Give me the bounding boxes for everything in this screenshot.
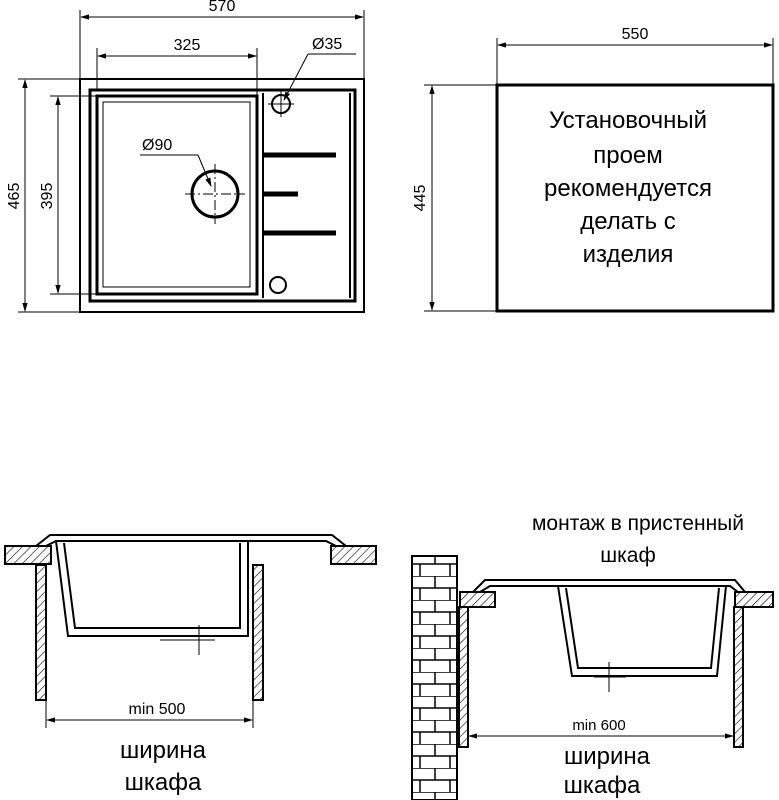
min-width-label-right: min 600 bbox=[572, 717, 625, 734]
cutout-rectangle bbox=[495, 83, 775, 313]
cabinet-width-caption-line-2-right: шкафа bbox=[564, 772, 641, 799]
dim-bowl-height: 395 bbox=[39, 183, 56, 210]
dim-overall-width: 570 bbox=[209, 0, 236, 15]
section-wall-cabinet: монтаж в пристенный шкаф min 600 ширина … bbox=[411, 512, 774, 800]
bowl-section-right bbox=[557, 585, 727, 677]
section-standard-cabinet: min 500 ширина шкафа bbox=[4, 534, 377, 796]
cabinet-wall-right-right-section bbox=[733, 606, 744, 748]
min-width-label-left: min 500 bbox=[129, 701, 186, 718]
countertop-right bbox=[330, 545, 377, 565]
cutout-note-line-3: рекомендуется bbox=[544, 175, 712, 202]
cabinet-width-caption-line-2-left: шкафа bbox=[125, 769, 202, 796]
sink-outer-rim bbox=[79, 78, 365, 313]
cabinet-wall-left-right-section bbox=[458, 606, 469, 748]
overflow-hole bbox=[269, 276, 287, 294]
cabinet-wall-left bbox=[35, 564, 47, 701]
countertop-left bbox=[4, 545, 52, 565]
bowl-section bbox=[55, 540, 249, 637]
wall-mount-title-line-1: монтаж в пристенный bbox=[532, 512, 744, 535]
sink-bowl bbox=[95, 94, 259, 296]
cutout-view: 550 445 Установочный проем рекомендуется… bbox=[412, 26, 775, 313]
cabinet-wall-right bbox=[252, 564, 264, 701]
cabinet-width-caption-line-1-left: ширина bbox=[120, 737, 207, 764]
cutout-note-line-5: изделия bbox=[583, 241, 674, 268]
dim-bowl-width: 325 bbox=[174, 37, 201, 54]
sink-top-view: 570 325 Ø35 Ø90 465 395 bbox=[6, 0, 365, 313]
brick-wall bbox=[411, 555, 458, 800]
countertop-right-right-section bbox=[734, 591, 774, 608]
wall-mount-title-line-2: шкаф bbox=[600, 544, 655, 567]
cutout-note-line-1: Установочный bbox=[549, 107, 707, 134]
cabinet-width-caption-line-1-right: ширина bbox=[564, 743, 651, 770]
cutout-note-line-2: проем bbox=[593, 142, 663, 169]
cutout-note-line-4: делать с bbox=[580, 208, 676, 235]
dim-overall-height: 465 bbox=[6, 183, 23, 210]
dim-tap-hole: Ø35 bbox=[312, 36, 342, 53]
dim-cutout-height: 445 bbox=[412, 185, 429, 212]
countertop-left-right-section bbox=[459, 591, 496, 608]
dim-cutout-width: 550 bbox=[622, 26, 649, 43]
dim-drain: Ø90 bbox=[142, 137, 172, 154]
